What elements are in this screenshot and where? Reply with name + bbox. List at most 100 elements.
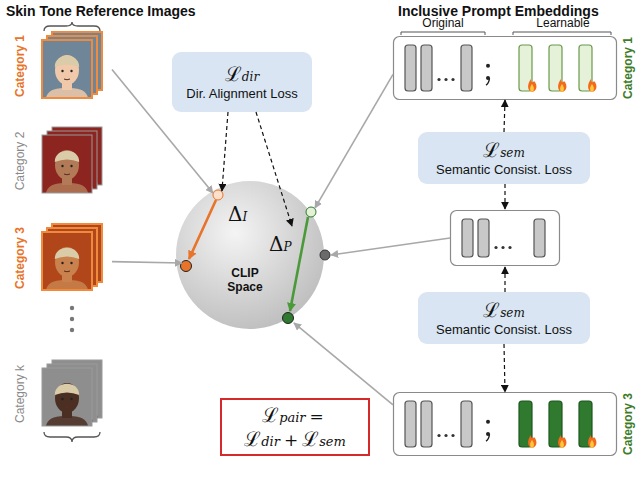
embedding-shape [393, 36, 617, 100]
embedding-arrow [112, 262, 182, 263]
group-brace [44, 22, 100, 31]
token-bar [421, 401, 432, 447]
operator: + [284, 430, 298, 450]
head-cap [55, 56, 79, 67]
flame-icon [528, 79, 536, 92]
flame-icon [558, 79, 566, 92]
face-image [42, 40, 92, 98]
embedding-arrow [112, 70, 213, 193]
ellipsis-dot [444, 78, 447, 81]
face [55, 247, 79, 277]
eye [61, 165, 63, 167]
eye [70, 398, 72, 400]
ellipsis-dot [508, 246, 511, 249]
loss-arrow [256, 112, 292, 226]
flame-icon [590, 440, 594, 448]
mouth [64, 79, 70, 81]
eye [70, 165, 72, 167]
box-content: ℒdirDir. Alignment Loss [186, 62, 297, 102]
image-border [42, 40, 92, 98]
column-heading: Inclusive Prompt Embeddings [398, 3, 599, 19]
group-brace [44, 432, 100, 442]
flame-icon [588, 79, 596, 92]
token-bar [405, 401, 416, 447]
column-heading: Skin Tone Reference Images [6, 3, 196, 19]
clip-space-circle: ΔI ΔP CLIP Space [175, 180, 325, 330]
loss-symbol: ℒsem [302, 427, 346, 451]
flame-icon [560, 440, 564, 448]
embedding-point [213, 190, 223, 200]
loss-name: Dir. Alignment Loss [186, 86, 297, 102]
image-direction-arrow [189, 200, 216, 259]
category-label: Category 3 [13, 227, 27, 289]
operator: = [310, 406, 324, 426]
ellipsis-dot [70, 306, 74, 310]
embedding-arrow [294, 323, 393, 405]
mouth [64, 174, 70, 176]
loss-arrow [504, 267, 505, 292]
delta-label: ΔI [228, 202, 247, 226]
category-label: Category 3 [621, 393, 635, 455]
box-content: ℒsemSemantic Consist. Loss [436, 298, 572, 338]
ellipsis-dot [70, 317, 74, 321]
eye [61, 70, 63, 72]
embedding-point [181, 261, 192, 272]
token-bar [405, 45, 416, 91]
reference-image-stack: Category 3 [8, 222, 112, 294]
loss-symbol: ℒsem [483, 298, 525, 322]
image-border [42, 232, 92, 290]
semicolon-symbol [486, 78, 490, 85]
category-label: Category k [13, 365, 27, 423]
ellipsis-dot [437, 434, 440, 437]
space-label: CLIP Space [217, 266, 273, 295]
delta-label: ΔP [269, 232, 292, 256]
loss-arrow [504, 100, 505, 132]
face-image [42, 135, 92, 193]
formula-row: ℒpair= [244, 403, 346, 427]
loss-symbol: ℒdir [244, 427, 280, 451]
embedding-border [394, 393, 617, 456]
image-background [42, 135, 92, 193]
image-border [42, 135, 92, 193]
segment-bracket [401, 32, 485, 35]
loss-arrow [504, 184, 505, 209]
category-label: Category 2 [13, 132, 27, 191]
image-background [42, 368, 92, 426]
token-bar [478, 219, 489, 257]
ellipsis-dot [494, 246, 497, 249]
head-cap [55, 151, 79, 162]
pair-loss-box: ℒpair=ℒdir+ℒsem [220, 398, 370, 456]
category-label: Category 1 [13, 35, 27, 97]
loss-symbol: ℒpair [262, 403, 305, 427]
loss-arrow [222, 112, 228, 191]
semicolon-symbol [486, 64, 490, 68]
token-bar [461, 45, 472, 91]
prompt-embedding: OriginalLearnableCategory 1 [393, 36, 617, 100]
loss-symbol: ℒsem [483, 138, 525, 162]
eye [70, 70, 72, 72]
flame-icon [560, 84, 564, 92]
face [55, 150, 79, 180]
loss-box: ℒdirDir. Alignment Loss [172, 52, 312, 112]
formula-row: ℒdir+ℒsem [244, 427, 346, 451]
face [55, 55, 79, 85]
loss-box: ℒsemSemantic Consist. Loss [418, 292, 590, 344]
reference-image-stack: Category 1 [8, 30, 112, 102]
embedding-border [451, 211, 560, 266]
embedding-point [283, 313, 294, 324]
eye [70, 262, 72, 264]
embedding-arrow [315, 74, 393, 208]
embedding-shape [393, 392, 617, 456]
face [55, 383, 79, 413]
loss-name: Semantic Consist. Loss [436, 162, 572, 178]
embedding-shape [450, 210, 560, 266]
ellipsis-dot [451, 434, 454, 437]
head-cap [55, 248, 79, 259]
flame-icon [528, 435, 536, 448]
head-cap [55, 384, 79, 395]
loss-arrow [504, 344, 505, 392]
eye [61, 262, 63, 264]
embedding-point [320, 250, 330, 260]
ellipsis-dot [70, 328, 74, 332]
category-label: Category 1 [621, 37, 635, 99]
